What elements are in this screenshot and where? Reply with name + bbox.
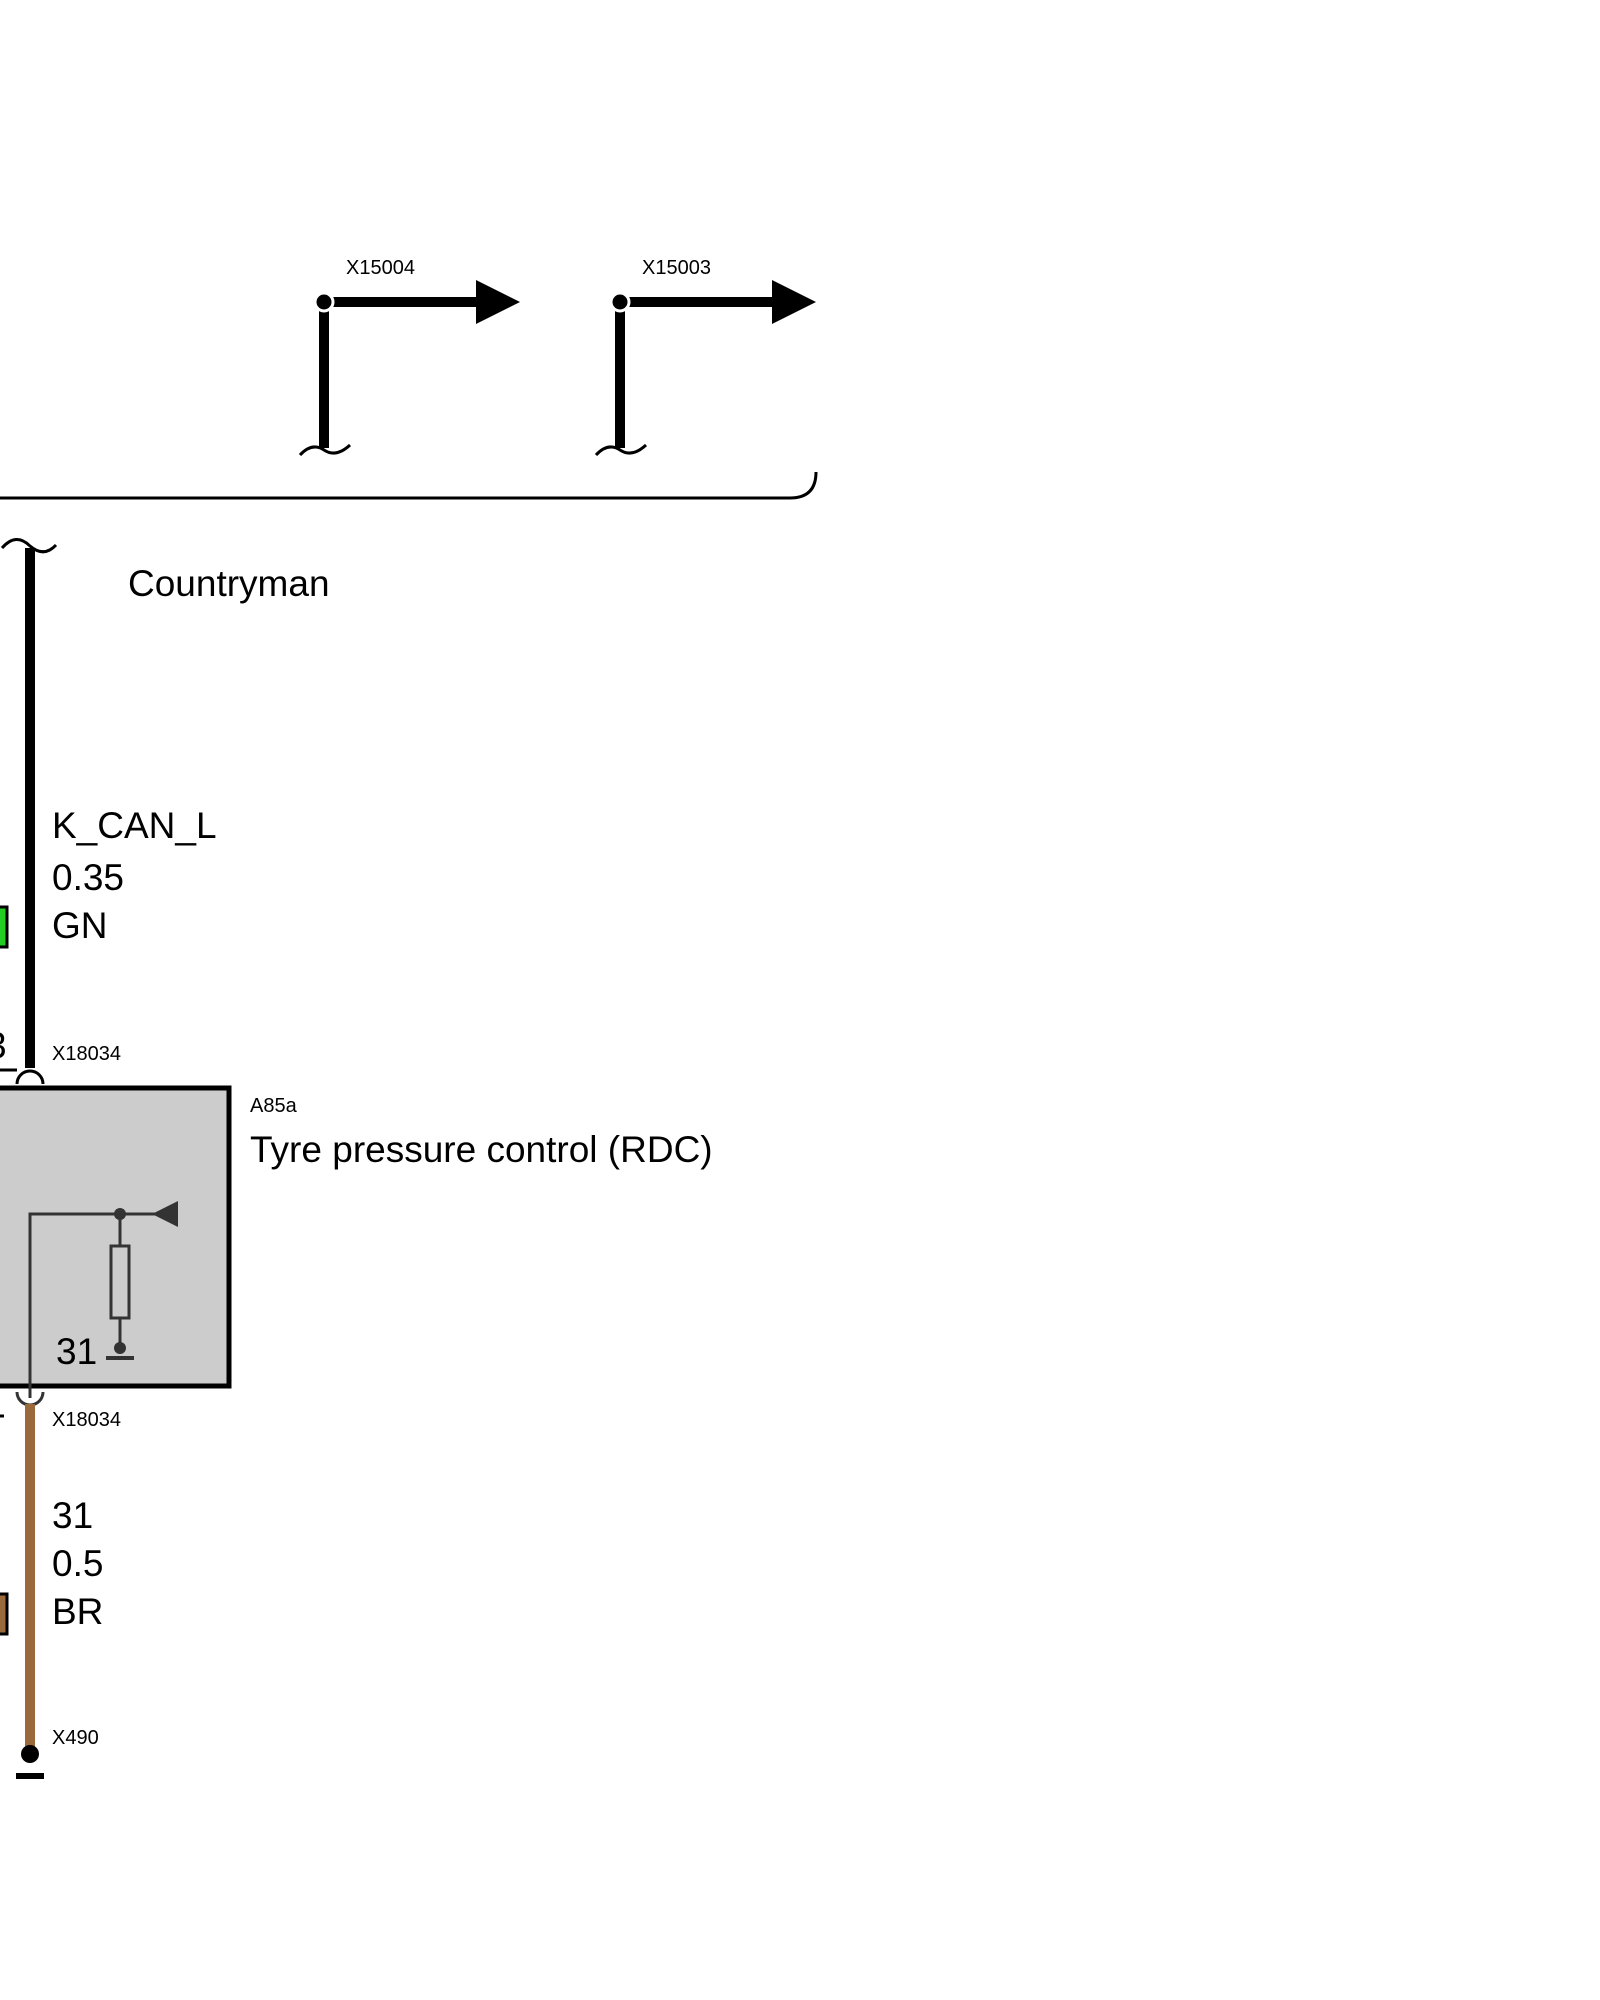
signal-arrow-icon [152, 1201, 178, 1227]
junction-dot-icon [609, 291, 631, 313]
connector-label-x15004: X15004 [346, 257, 415, 279]
variant-label: Countryman [128, 563, 330, 604]
connector-label-x18034-top: X18034 [52, 1043, 121, 1065]
module-pin-label: 31 [56, 1331, 97, 1372]
wire-color-swatch [0, 1592, 9, 1636]
ground-point-x490: X490 [16, 1727, 99, 1779]
module-name: Tyre pressure control (RDC) [250, 1129, 713, 1170]
wire-break-icon [594, 443, 648, 457]
wire-signal-label: K_CAN_L [52, 805, 217, 846]
wire-k-can-l: K_CAN_L 0.35 GN [0, 538, 217, 1068]
wire-break-icon [0, 538, 58, 554]
module-a85a: A85a Tyre pressure control (RDC) 31 [0, 1085, 713, 1398]
partial-pin-label: 3 [0, 1025, 7, 1066]
arrow-right-icon [476, 280, 520, 324]
module-id: A85a [250, 1095, 298, 1117]
connector-x15004: X15004 [298, 257, 520, 457]
socket-pin-icon [15, 1069, 45, 1085]
connector-label-x18034-bottom: X18034 [52, 1409, 121, 1431]
wire-cross-section-label: 0.35 [52, 857, 124, 898]
ground-dot-icon [21, 1745, 39, 1763]
wire-break-icon [298, 443, 352, 457]
connector-x18034-top: X18034 [0, 1043, 121, 1085]
arrow-right-icon [772, 280, 816, 324]
junction-dot-icon [114, 1342, 126, 1354]
connector-x15003: X15003 [594, 257, 816, 457]
wire-color-code-label: BR [52, 1591, 103, 1632]
wire-31: 31 0.5 BR [0, 1404, 103, 1752]
connector-label-x490: X490 [52, 1727, 99, 1749]
internal-trace [28, 1212, 120, 1398]
wire-cross-section-label: 0.5 [52, 1543, 103, 1584]
junction-dot-icon [313, 291, 335, 313]
variant-bracket [0, 471, 818, 500]
module-box [0, 1085, 232, 1389]
wire-color-code-label: GN [52, 905, 108, 946]
connector-label-x15003: X15003 [642, 257, 711, 279]
wire-color-swatch [0, 905, 9, 949]
connector-x18034-bottom: X18034 [0, 1391, 121, 1431]
wire-signal-label: 31 [52, 1495, 93, 1536]
